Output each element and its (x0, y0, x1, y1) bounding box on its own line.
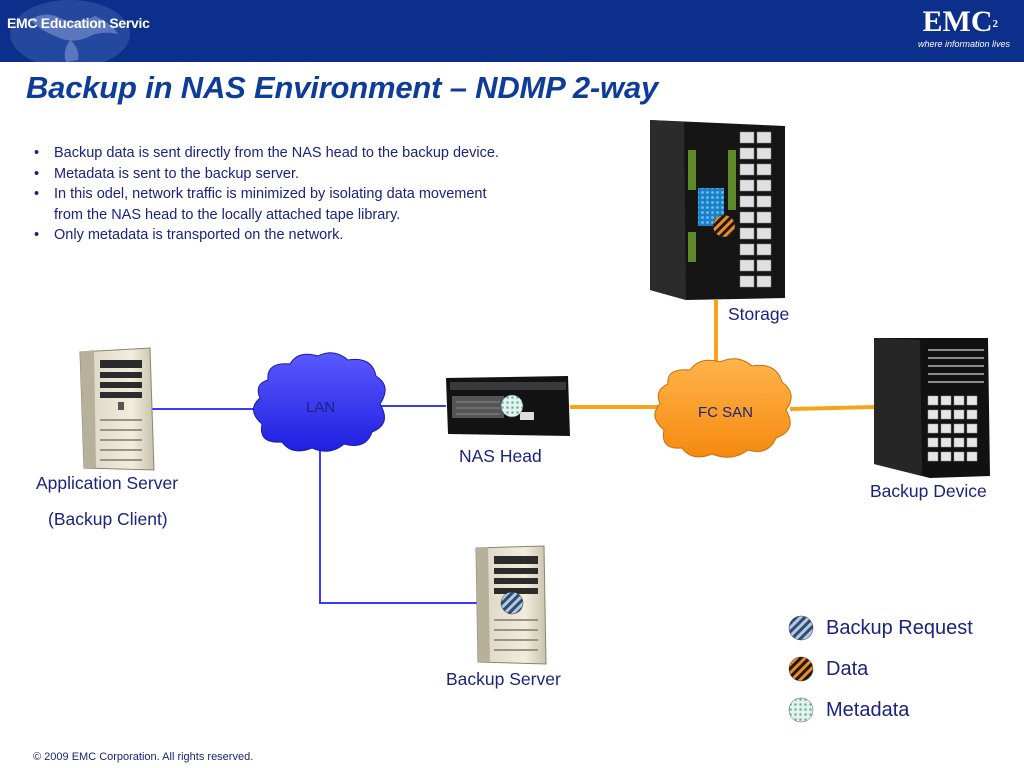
backup-request-icon (500, 591, 524, 615)
header-bar: EMC Education Services EMC2 where inform… (0, 0, 1024, 62)
legend-data: Data (788, 655, 868, 683)
lan-cloud (253, 352, 386, 452)
emc-tagline: where information lives (917, 39, 1010, 49)
application-server-icon (79, 347, 155, 471)
legend-label: Backup Request (826, 616, 973, 639)
backup-device-label: Backup Device (870, 481, 987, 501)
storage-label: Storage (728, 304, 790, 324)
legend-label: Data (826, 657, 869, 680)
backup-device-icon (874, 338, 990, 478)
bullet-item: Metadata is sent to the backup server. (32, 164, 502, 185)
metadata-icon (500, 394, 524, 418)
emc-superscript: 2 (992, 18, 999, 30)
nas-head-icon (446, 376, 570, 436)
legend-label: Metadata (826, 698, 910, 721)
backup-server-icon (475, 545, 547, 665)
lan-links (152, 405, 478, 604)
bullet-item: Backup data is sent directly from the NA… (32, 143, 502, 164)
metadata-icon (788, 697, 814, 723)
emc-logo-word: EMC2 (900, 6, 1010, 38)
emc-logo: EMC2 where information lives (900, 6, 1010, 58)
emc-brand: EMC (922, 5, 993, 38)
lan-label: LAN (306, 399, 336, 416)
link-lan-backupserver (319, 448, 478, 604)
san-links (570, 300, 877, 411)
edu-services-logo: EMC Education Services (0, 0, 150, 62)
bullet-list: Backup data is sent directly from the NA… (32, 143, 502, 246)
globe-icon (10, 0, 130, 62)
link-fcsan-backupdevice (789, 405, 877, 411)
data-icon (788, 656, 814, 682)
bullet-item: Only metadata is transported on the netw… (32, 225, 502, 246)
fc-san-cloud (654, 358, 792, 458)
legend-backup-request: Backup Request (788, 614, 973, 642)
data-icon (712, 214, 736, 238)
slide-title: Backup in NAS Environment – NDMP 2-way (26, 70, 659, 105)
backup-server-label: Backup Server (446, 669, 561, 689)
nas-head-label: NAS Head (459, 446, 542, 466)
backup-client-label: (Backup Client) (48, 509, 168, 529)
bullet-item: In this odel, network traffic is minimiz… (32, 184, 502, 225)
legend-metadata: Metadata (788, 696, 909, 724)
fc-san-label: FC SAN (698, 404, 754, 421)
storage-array-icon (650, 120, 785, 300)
edu-services-text: EMC Education Services (7, 15, 150, 31)
copyright-footer: © 2009 EMC Corporation. All rights reser… (33, 751, 254, 763)
application-server-label: Application Server (36, 473, 179, 493)
backup-request-icon (788, 615, 814, 641)
